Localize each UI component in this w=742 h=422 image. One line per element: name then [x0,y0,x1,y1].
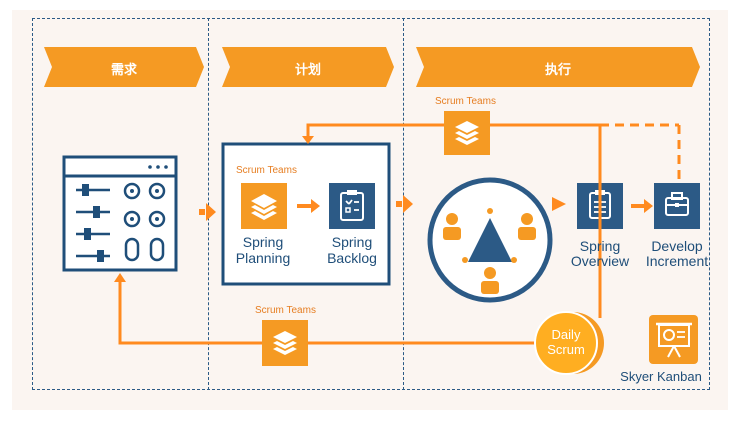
clipboard-icon [340,190,364,221]
spring-overview-line2: Overview [570,253,630,269]
flow-arrow-planning-to-execution [396,195,413,213]
skyer-kanban-logo [649,315,698,364]
daily-scrum-label: Daily Scrum [536,327,596,357]
scrum-teams-label-top: Scrum Teams [435,96,496,107]
phase-label-execution: 执行 [544,63,571,78]
flow-arrow-overview-to-increment [644,199,653,213]
phase-label-planning: 计划 [294,63,321,78]
spring-backlog-icon [329,183,375,229]
daily-scrum-line1: Daily [551,327,581,342]
scrum-teams-label-planning: Scrum Teams [236,165,297,176]
daily-scrum-line2: Scrum [547,342,585,357]
scrum-team-circle [427,177,553,303]
brand-name: Skyer Kanban [620,369,702,384]
phase-banner-requirements [44,47,204,87]
phase-divider-1 [208,18,209,390]
layers-icon [251,194,277,220]
scrum-teams-label-bottom: Scrum Teams [255,305,316,316]
feedback-bottom-arrowhead [114,273,126,282]
develop-increment-label: Develop Increment [638,239,716,269]
spring-planning-label: Spring Planning [228,234,298,266]
briefcase-icon [665,192,689,216]
spring-overview-line1: Spring [579,238,621,254]
spring-planning-line2: Planning [235,250,291,266]
presentation-icon [656,322,692,358]
develop-increment-line1: Develop [651,238,703,254]
feedback-bottom-loop [118,280,556,345]
spring-overview-label: Spring Overview [562,239,638,269]
spring-backlog-label: Spring Backlog [316,234,388,266]
flow-arrow-requirements-to-planning [199,203,216,221]
spring-backlog-line2: Backlog [327,250,377,266]
spring-planning-line1: Spring [242,234,284,250]
develop-increment-line2: Increment [645,253,709,269]
diagram-frame [32,18,710,390]
feedback-top-arrowhead [302,136,314,144]
planning-inner-arrow [311,199,320,213]
phase-banner-execution [416,47,700,87]
requirements-window-icon [62,155,178,272]
spring-backlog-line1: Spring [331,234,373,250]
flow-arrow-team-to-overview [552,197,566,211]
phase-banner-planning [222,47,394,87]
daily-scrum-disc [534,311,598,375]
phase-label-requirements: 需求 [110,63,137,78]
